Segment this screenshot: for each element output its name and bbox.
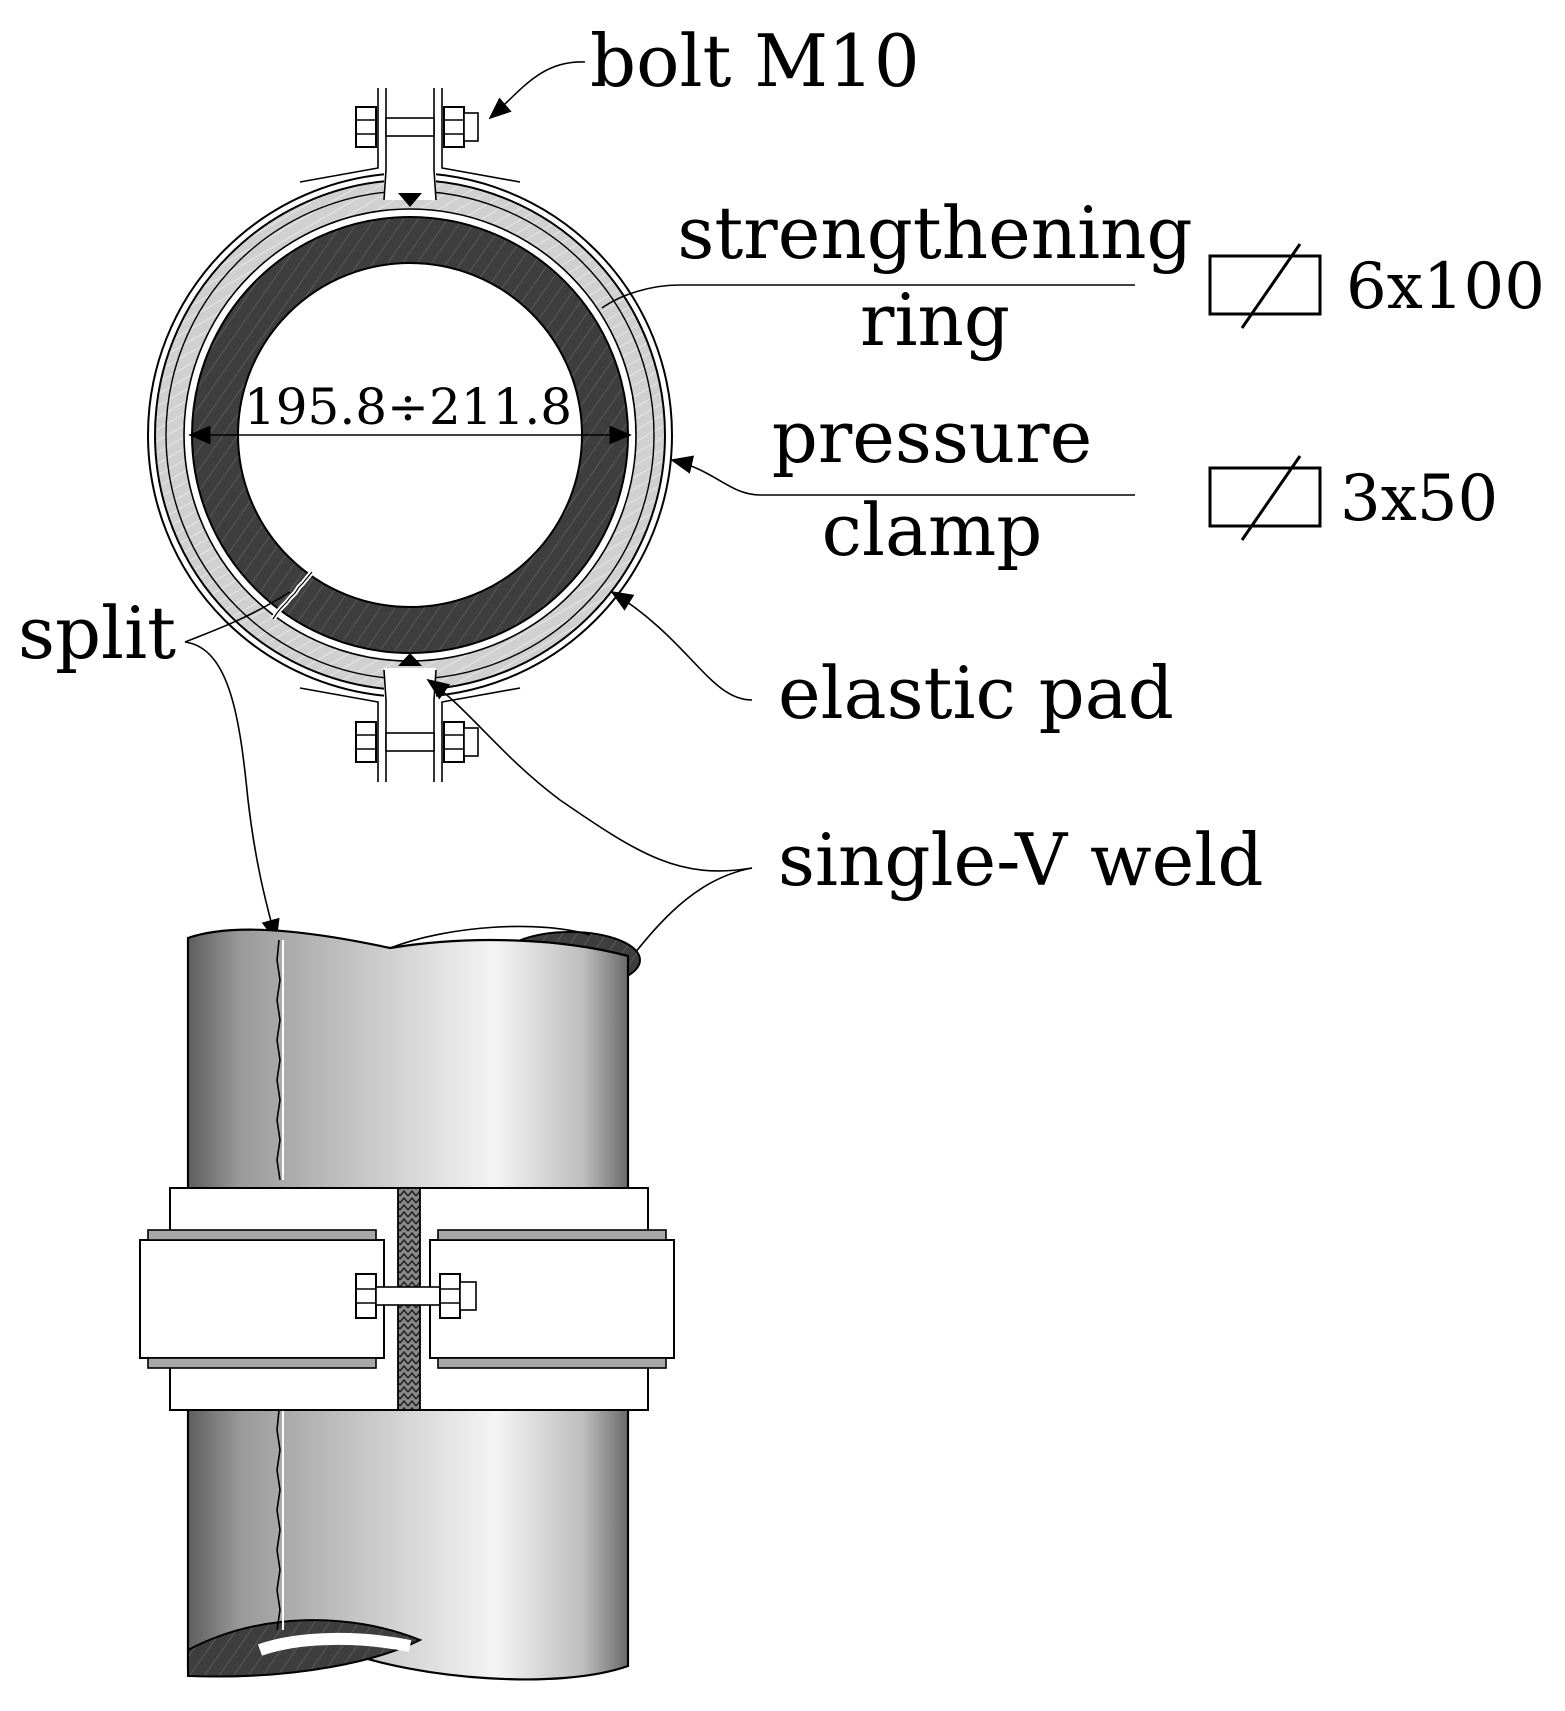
svg-text:strengthening: strengthening (677, 191, 1192, 275)
pipe-elevation (139, 925, 675, 1681)
svg-text:3x50: 3x50 (1340, 462, 1498, 536)
label-strengthening-ring: strengthening ring (601, 191, 1193, 362)
svg-text:split: split (18, 591, 176, 675)
label-elastic-pad: elastic pad (610, 591, 1174, 735)
diameter-label: 195.8÷211.8 (244, 378, 572, 436)
pipe-split-seam (276, 939, 281, 1631)
label-split: split (18, 591, 291, 942)
section-symbol-ring: 6x100 (1208, 243, 1545, 329)
clamp-left-half (139, 1229, 385, 1369)
bottom-lug (299, 653, 521, 782)
pipe-bolt (355, 1273, 477, 1319)
label-single-v-weld: single-V weld (418, 678, 1263, 1182)
top-lug (299, 88, 521, 207)
svg-text:single-V weld: single-V weld (778, 818, 1263, 902)
svg-text:ring: ring (860, 278, 1010, 362)
section-symbol-clamp: 3x50 (1208, 455, 1498, 541)
svg-text:clamp: clamp (822, 488, 1043, 572)
svg-text:bolt M10: bolt M10 (590, 19, 920, 103)
svg-text:elastic pad: elastic pad (778, 651, 1174, 735)
label-bolt: bolt M10 (488, 19, 920, 120)
clamp-cross-section (147, 88, 673, 782)
label-pressure-clamp: pressure clamp (670, 395, 1135, 572)
svg-text:pressure: pressure (772, 395, 1092, 479)
clamp-right-half (429, 1229, 675, 1369)
svg-text:6x100: 6x100 (1346, 250, 1545, 324)
